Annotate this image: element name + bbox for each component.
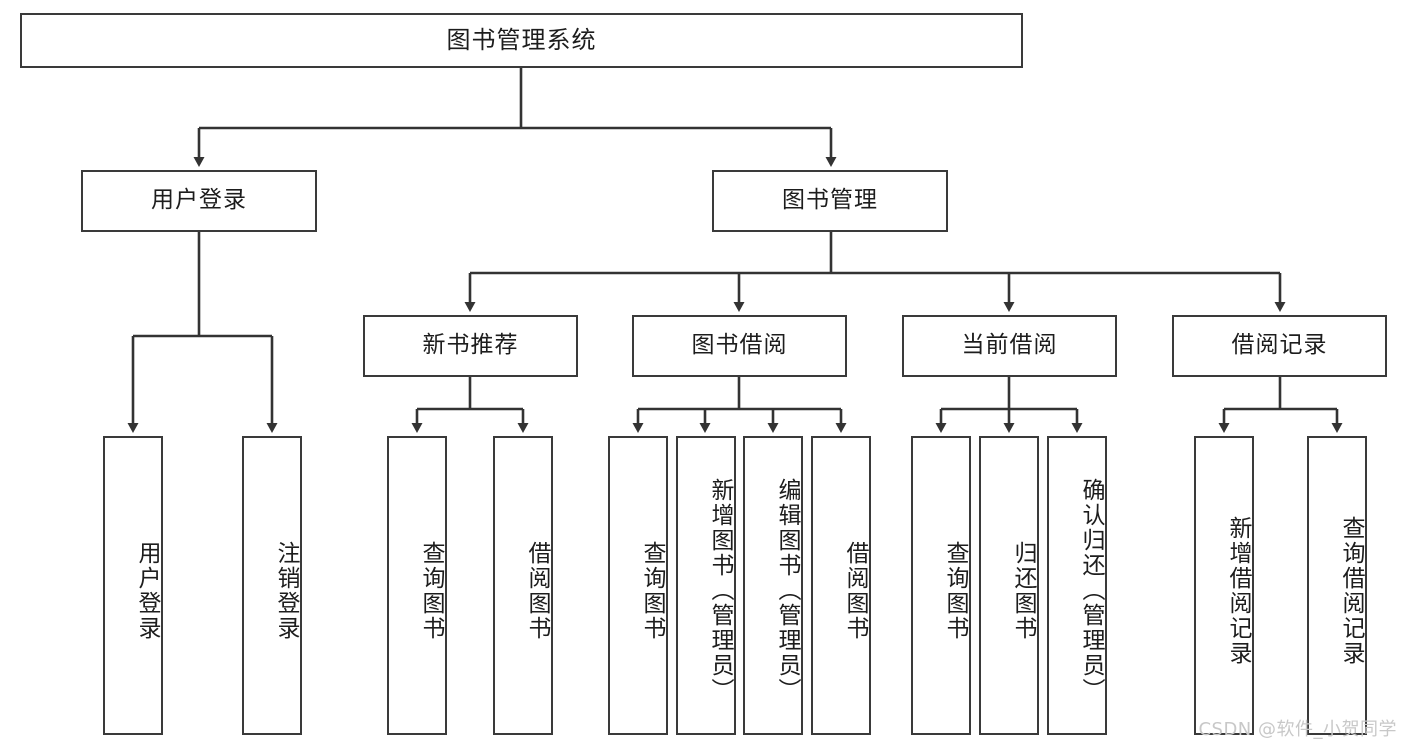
leaf-current-borrow-confirm-return[interactable]: 确认归还（管理员）	[1047, 436, 1107, 735]
leaf-user-login-login[interactable]: 用户登录	[103, 436, 163, 735]
leaf-current-borrow-return[interactable]: 归还图书	[979, 436, 1039, 735]
node-label: 借阅图书	[524, 540, 550, 641]
node-user-login[interactable]: 用户登录	[81, 170, 317, 232]
node-label: 查询借阅记录	[1338, 515, 1364, 666]
leaf-book-borrow-borrow[interactable]: 借阅图书	[811, 436, 871, 735]
node-label: 新增图书（管理员）	[707, 478, 733, 703]
csdn-watermark: CSDN @软件_小贺同学	[1198, 719, 1397, 740]
leaf-new-book-query[interactable]: 查询图书	[387, 436, 447, 735]
node-label: 查询图书	[418, 540, 444, 641]
node-label: 图书借阅	[691, 332, 788, 359]
node-label: 借阅图书	[842, 540, 868, 641]
node-label: 新增借阅记录	[1225, 515, 1251, 666]
node-label: 图书管理	[782, 187, 878, 214]
node-current-borrow[interactable]: 当前借阅	[902, 315, 1117, 377]
node-book-borrow[interactable]: 图书借阅	[632, 315, 847, 377]
leaf-book-borrow-add[interactable]: 新增图书（管理员）	[676, 436, 736, 735]
leaf-book-borrow-query[interactable]: 查询图书	[608, 436, 668, 735]
node-label: 借阅记录	[1231, 332, 1328, 359]
leaf-borrow-record-query[interactable]: 查询借阅记录	[1307, 436, 1367, 735]
node-label: 用户登录	[134, 540, 160, 641]
node-new-book-recommend[interactable]: 新书推荐	[363, 315, 578, 377]
leaf-user-login-logout[interactable]: 注销登录	[242, 436, 302, 735]
node-label: 图书管理系统	[446, 26, 597, 55]
node-label: 归还图书	[1010, 540, 1036, 641]
node-borrow-record[interactable]: 借阅记录	[1172, 315, 1387, 377]
node-label: 查询图书	[942, 540, 968, 641]
node-label: 查询图书	[639, 540, 665, 641]
node-root-system[interactable]: 图书管理系统	[20, 13, 1023, 68]
leaf-borrow-record-add[interactable]: 新增借阅记录	[1194, 436, 1254, 735]
node-label: 新书推荐	[422, 332, 519, 359]
leaf-new-book-borrow[interactable]: 借阅图书	[493, 436, 553, 735]
node-label: 注销登录	[273, 540, 299, 641]
leaf-current-borrow-query[interactable]: 查询图书	[911, 436, 971, 735]
node-label: 确认归还（管理员）	[1078, 478, 1104, 703]
node-label: 当前借阅	[961, 332, 1058, 359]
node-label: 编辑图书（管理员）	[774, 478, 800, 703]
leaf-book-borrow-edit[interactable]: 编辑图书（管理员）	[743, 436, 803, 735]
node-label: 用户登录	[151, 187, 247, 214]
node-book-management[interactable]: 图书管理	[712, 170, 948, 232]
